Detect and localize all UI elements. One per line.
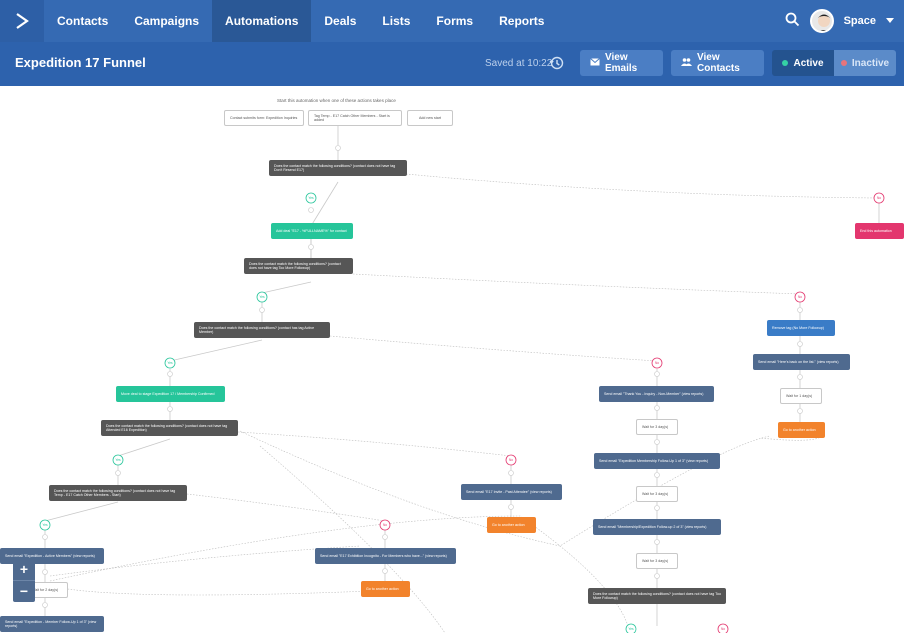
nav-deals[interactable]: Deals bbox=[324, 14, 357, 28]
nav-reports[interactable]: Reports bbox=[499, 14, 545, 28]
action-go-to-1[interactable]: Go to another action bbox=[778, 422, 825, 438]
inactive-label: Inactive bbox=[851, 57, 890, 69]
action-send-invite[interactable]: Send email "E17 Invite - Past Attendee" … bbox=[461, 484, 562, 500]
action-send-followup-1[interactable]: Send email "Expedition Membership Follow… bbox=[594, 453, 720, 469]
status-toggle: Active Inactive bbox=[772, 50, 896, 76]
action-send-back-on-list[interactable]: Send email "Here's back on the list." (v… bbox=[753, 354, 850, 370]
condition-no-more-followup-2[interactable]: Does the contact match the following con… bbox=[588, 588, 726, 604]
search-icon[interactable] bbox=[785, 12, 800, 30]
envelope-icon bbox=[590, 57, 600, 69]
action-add-deal[interactable]: Add deal "E17 - %FULLNAME%" for contact bbox=[271, 223, 353, 239]
action-go-to-3[interactable]: Go to another action bbox=[361, 581, 410, 597]
page-title: Expedition 17 Funnel bbox=[15, 55, 146, 70]
avatar[interactable] bbox=[809, 9, 834, 33]
action-wait-3-days-b[interactable]: Wait for 3 day(s) bbox=[636, 486, 678, 502]
nav-contacts[interactable]: Contacts bbox=[57, 14, 109, 28]
active-toggle[interactable]: Active bbox=[772, 50, 834, 76]
condition-dont-resend[interactable]: Does the contact match the following con… bbox=[269, 160, 407, 176]
history-icon[interactable] bbox=[549, 55, 565, 76]
nav-automations[interactable]: Automations bbox=[212, 0, 312, 42]
action-wait-3-days-a[interactable]: Wait for 3 day(s) bbox=[636, 419, 678, 435]
inactive-toggle[interactable]: Inactive bbox=[834, 50, 896, 76]
action-move-deal[interactable]: Move deal to stage Expedition 17 / Membe… bbox=[116, 386, 225, 402]
users-icon bbox=[681, 57, 692, 69]
action-send-e17-exhibition[interactable]: Send email "E17 Exhibition Incognito - F… bbox=[315, 548, 456, 564]
active-dot-icon bbox=[782, 60, 789, 66]
zoom-controls: + − bbox=[13, 558, 35, 602]
nav-forms[interactable]: Forms bbox=[436, 14, 474, 28]
logo-icon[interactable] bbox=[0, 0, 44, 42]
inactive-dot-icon bbox=[840, 60, 847, 66]
action-send-thank-you[interactable]: Send email "Thank You - Inquiry - Non-Me… bbox=[599, 386, 714, 402]
active-label: Active bbox=[793, 57, 824, 69]
automation-header: Expedition 17 Funnel Saved at 10:22 View… bbox=[0, 42, 904, 86]
view-emails-label: View Emails bbox=[605, 52, 638, 74]
zoom-out-button[interactable]: − bbox=[19, 583, 29, 600]
action-remove-tag[interactable]: Remove tag (No More Followup) bbox=[767, 320, 835, 336]
action-send-followup-2[interactable]: Send email "Membership/Expedition Follow… bbox=[593, 519, 721, 535]
action-go-to-2[interactable]: Go to another action bbox=[487, 517, 536, 533]
chevron-down-icon[interactable] bbox=[886, 15, 894, 27]
condition-active-member[interactable]: Does the contact match the following con… bbox=[194, 322, 330, 338]
action-wait-1-day[interactable]: Wait for 1 day(s) bbox=[780, 388, 822, 404]
start-instructions: Start this automation when one of these … bbox=[277, 98, 396, 103]
action-end-automation[interactable]: End this automation bbox=[855, 223, 904, 239]
nav-campaigns[interactable]: Campaigns bbox=[134, 14, 200, 28]
condition-attended-e16[interactable]: Does the contact match the following con… bbox=[101, 420, 238, 436]
trigger-form-submit[interactable]: Contact submits form: Expedition Inquiri… bbox=[224, 110, 304, 126]
saved-status: Saved at 10:22 bbox=[485, 58, 553, 69]
add-new-start-button[interactable]: Add new start bbox=[407, 110, 453, 126]
zoom-in-button[interactable]: + bbox=[13, 558, 35, 581]
action-send-member-followup[interactable]: Send email "Expedition - Member Follow-U… bbox=[0, 616, 104, 632]
view-contacts-button[interactable]: View Contacts bbox=[671, 50, 764, 76]
nav-lists[interactable]: Lists bbox=[382, 14, 411, 28]
condition-no-more-followup[interactable]: Does the contact match the following con… bbox=[244, 258, 353, 274]
trigger-tag-added[interactable]: Tag Temp - E17 Catch Other Members - Sta… bbox=[308, 110, 402, 126]
top-nav: Contacts Campaigns Automations Deals Lis… bbox=[0, 0, 904, 42]
automation-canvas[interactable]: Start this automation when one of these … bbox=[0, 86, 904, 633]
view-emails-button[interactable]: View Emails bbox=[580, 50, 663, 76]
view-contacts-label: View Contacts bbox=[697, 52, 740, 74]
action-wait-3-days-c[interactable]: Wait for 3 day(s) bbox=[636, 553, 678, 569]
user-name[interactable]: Space bbox=[843, 15, 876, 27]
condition-catch-other-members[interactable]: Does the contact match the following con… bbox=[49, 485, 187, 501]
